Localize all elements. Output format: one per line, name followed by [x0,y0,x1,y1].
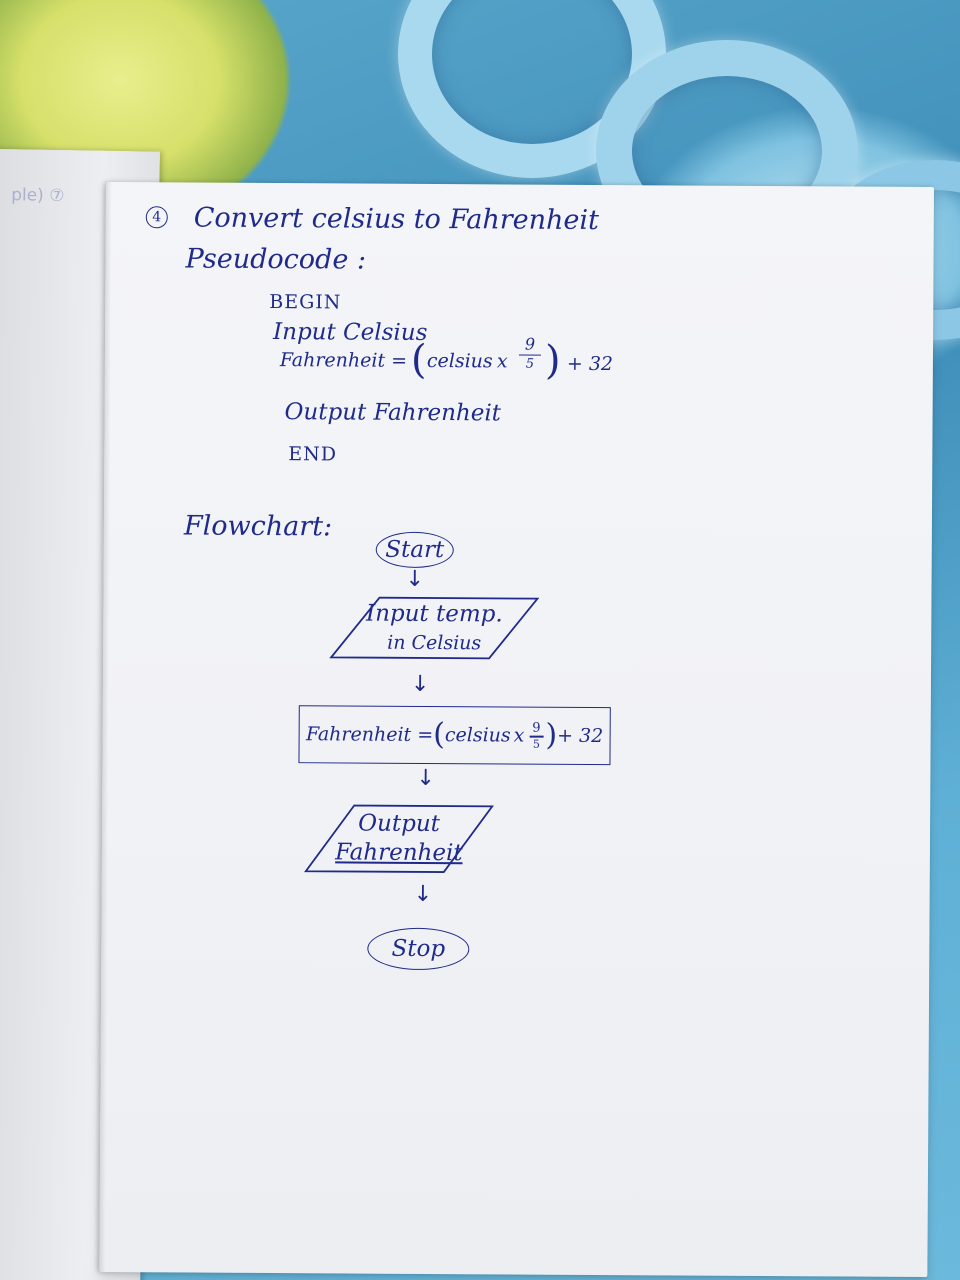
fraction-numerator: 9 [524,334,536,354]
process-fraction: 9 5 [529,721,544,751]
flow-arrow-down-icon: ↓ [410,671,430,697]
pseudocode-input-statement: Input Celsius [273,319,428,346]
stop-label: Stop [391,935,446,962]
fraction-bar [518,354,541,357]
pseudocode-formula-variable: celsius [426,349,493,373]
flow-arrow-down-icon: ↓ [405,566,425,592]
process-plus: + 32 [557,724,604,747]
pseudocode-output-statement: Output Fahrenheit [284,399,502,427]
flowchart-input-parallelogram: Input temp. in Celsius [329,595,540,660]
flowchart-heading: Flowchart: [183,510,333,543]
process-times: x [513,724,525,747]
process-lhs: Fahrenheit = [305,722,434,746]
pseudocode-formula-fraction: 9 5 [518,334,541,373]
pseudocode-formula-lhs: Fahrenheit = [279,349,408,372]
process-close-paren: ) [545,717,558,753]
pseudocode-formula-times: x [496,350,508,373]
question-title: Convert celsius to Fahrenheit [193,202,600,237]
formula-close-paren: ) [544,337,561,384]
parallelogram-shape [329,596,540,660]
pseudocode-begin: BEGIN [269,290,342,314]
process-variable: celsius [444,723,511,746]
notebook-page: 4 Convert celsius to Fahrenheit Pseudoco… [99,182,934,1278]
pseudocode-end: END [288,443,338,466]
flowchart-start-terminal: Start [375,531,454,569]
left-page-partial-text: ple) ⑦ [10,185,65,207]
parallelogram-shape [304,804,494,873]
formula-open-paren: ( [410,336,427,383]
output-line-2: Fahrenheit [335,839,463,867]
flowchart-process-box: Fahrenheit = ( celsius x 9 5 ) + 32 [298,705,611,766]
pseudocode-formula-plus: + 32 [566,352,614,376]
process-open-paren: ( [433,717,446,753]
flow-arrow-down-icon: ↓ [416,765,435,792]
flow-arrow-down-icon: ↓ [413,881,433,908]
input-line-1: Input temp. [365,600,503,628]
process-denominator: 5 [532,737,540,751]
pseudocode-heading: Pseudocode : [185,243,367,276]
output-line-1: Output [358,810,441,838]
flowchart-stop-terminal: Stop [367,927,470,971]
input-line-2: in Celsius [387,631,482,655]
question-number: 4 [145,206,168,229]
start-label: Start [385,536,445,563]
flowchart-output-parallelogram: Output Fahrenheit [304,803,494,874]
process-numerator: 9 [532,721,541,737]
fraction-denominator: 5 [525,356,535,373]
